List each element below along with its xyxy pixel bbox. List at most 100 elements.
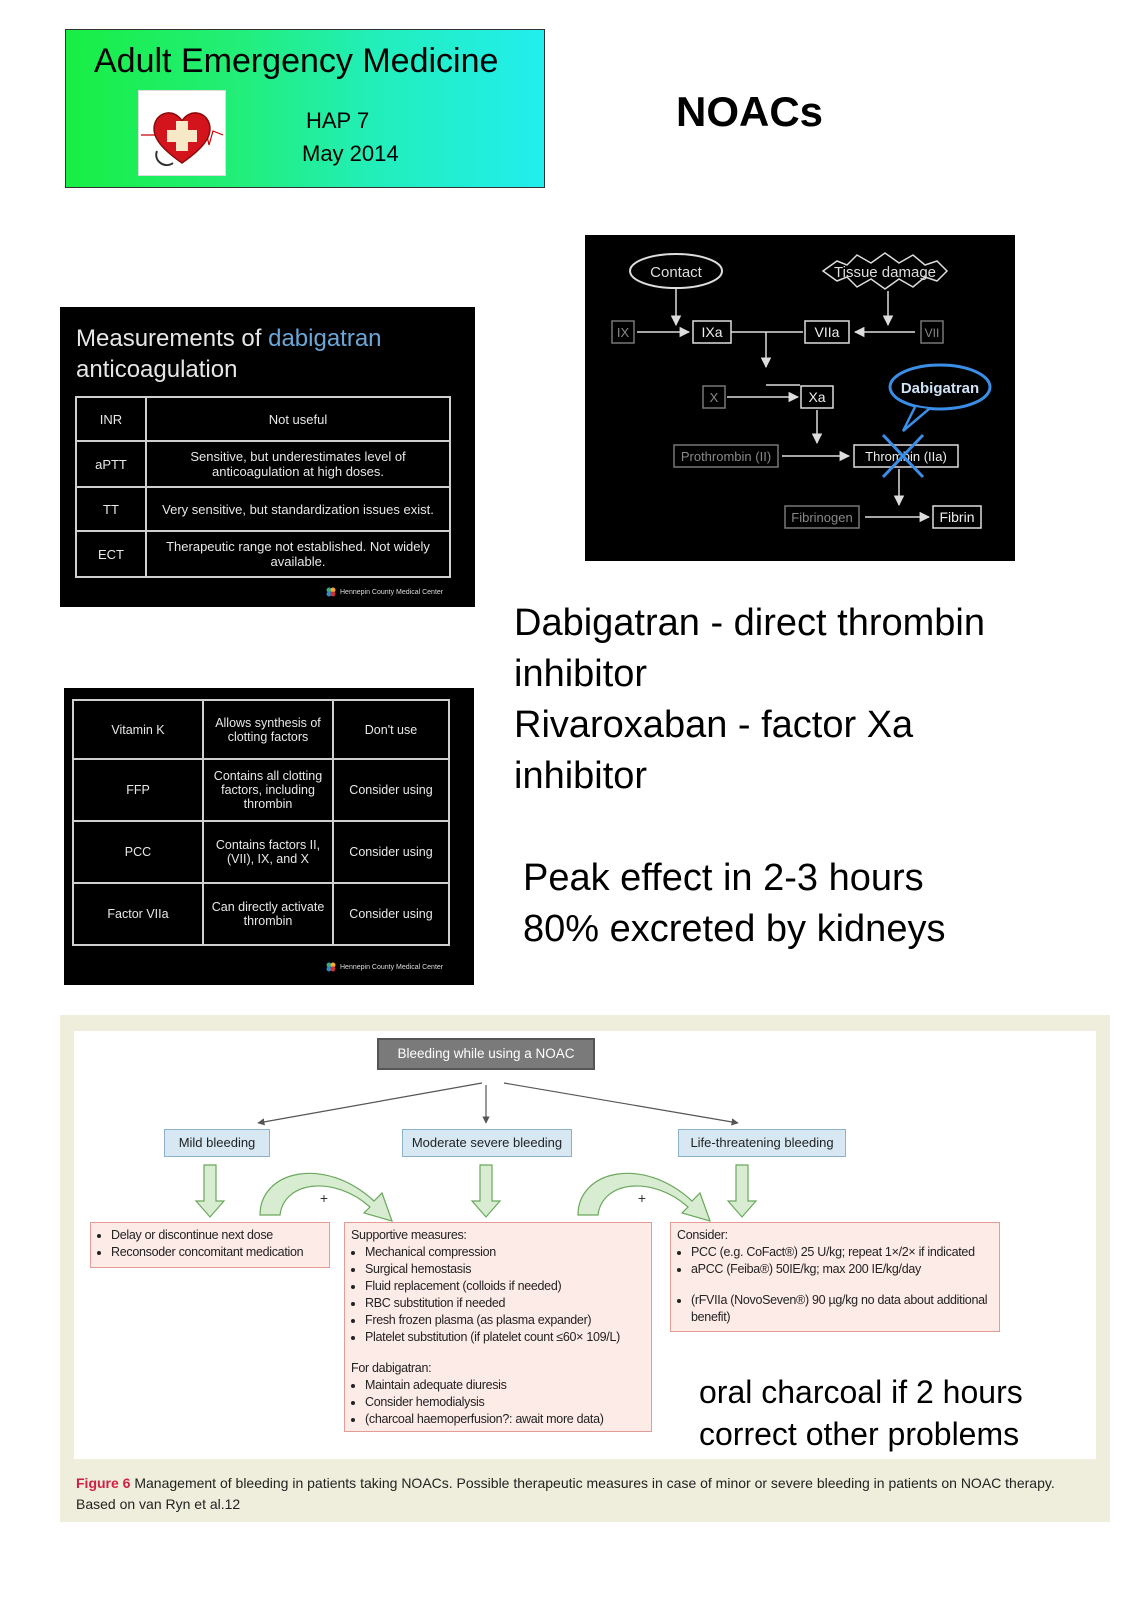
svg-text:Tissue damage: Tissue damage [834, 264, 936, 281]
table-cell-test: INR [75, 396, 147, 442]
table-cell-test: aPTT [75, 440, 147, 488]
table-row: FFP Contains all clotting factors, inclu… [72, 758, 450, 822]
coagulation-cascade-diagram: Contact Tissue damage IX IXa VIIa VII [585, 235, 1015, 561]
list-item: Surgical hemostasis [365, 1261, 645, 1278]
table-cell-test: ECT [75, 530, 147, 578]
measurements-slide: Measurements of dabigatran anticoagulati… [60, 307, 475, 607]
flowchart-panel: + + Bleeding while using a NOAC Mild ble… [74, 1031, 1096, 1459]
measurements-table: INR Not useful aPTT Sensitive, but under… [75, 396, 451, 578]
tissue-damage-node: Tissue damage [821, 252, 949, 290]
list-item: Maintain adequate diuresis [365, 1377, 645, 1394]
factor-xa-node: Xa [800, 385, 834, 409]
life-threatening-header: Life-threatening bleeding [678, 1129, 846, 1157]
table-cell-agent: FFP [72, 758, 204, 822]
table-cell-use: Consider using [332, 758, 450, 822]
reversal-table: Vitamin K Allows synthesis of clotting f… [72, 699, 450, 946]
inhibition-cross-icon [881, 433, 925, 479]
svg-text:Prothrombin (II): Prothrombin (II) [681, 449, 771, 464]
flowchart-root: Bleeding while using a NOAC [377, 1038, 595, 1070]
note-line: oral charcoal if 2 hours [699, 1374, 1023, 1410]
contact-node: Contact [629, 253, 723, 289]
title-line2: anticoagulation [76, 356, 238, 383]
table-cell-note: Very sensitive, but standardization issu… [145, 486, 451, 532]
title-plain: Measurements of [76, 325, 269, 352]
moderate-bleeding-header: Moderate severe bleeding [402, 1129, 572, 1157]
plus-sign: + [320, 1190, 328, 1206]
mechanism-line: inhibitor [514, 755, 648, 797]
list-item: RBC substitution if needed [365, 1295, 645, 1312]
factor-ixa-node: IXa [692, 320, 732, 344]
down-arrow-icon [194, 1164, 226, 1218]
table-cell-use: Don't use [332, 699, 450, 760]
dabigatran-callout: Dabigatran [888, 363, 992, 432]
list-item: PCC (e.g. CoFact®) 25 U/kg; repeat 1×/2×… [691, 1244, 993, 1261]
additional-notes: oral charcoal if 2 hours correct other p… [699, 1371, 1023, 1455]
table-row: PCC Contains factors II, (VII), IX, and … [72, 820, 450, 884]
slide-footer: Hennepin County Medical Center [326, 587, 443, 597]
header-date: May 2014 [302, 141, 399, 166]
list-item: (charcoal haemoperfusion?: await more da… [365, 1411, 645, 1428]
plus-sign: + [638, 1190, 646, 1206]
svg-text:Fibrin: Fibrin [939, 509, 974, 525]
hospital-logo-icon [326, 962, 336, 972]
fibrin-node: Fibrin [932, 505, 982, 529]
svg-text:IXa: IXa [701, 324, 722, 340]
svg-text:Xa: Xa [808, 389, 825, 405]
table-cell-mechanism: Contains all clotting factors, including… [202, 758, 334, 822]
list-item: Mechanical compression [365, 1244, 645, 1261]
list-item: (rFVIIa (NovoSeven®) 90 µg/kg no data ab… [691, 1292, 993, 1326]
table-cell-agent: Factor VIIa [72, 882, 204, 946]
prothrombin-node: Prothrombin (II) [673, 444, 779, 468]
table-row: TT Very sensitive, but standardization i… [75, 486, 451, 532]
mechanism-line: Rivaroxaban - factor Xa [514, 704, 914, 746]
mechanism-text: Dabigatran - direct thrombin inhibitor R… [514, 598, 985, 802]
mild-bleeding-header: Mild bleeding [164, 1129, 270, 1157]
slide-footer-text: Hennepin County Medical Center [340, 963, 444, 971]
svg-text:Fibrinogen: Fibrinogen [791, 510, 852, 525]
factor-x-node: X [702, 385, 726, 409]
table-cell-note: Not useful [145, 396, 451, 442]
pk-line: Peak effect in 2-3 hours [523, 857, 924, 899]
list-item: Delay or discontinue next dose [111, 1227, 323, 1244]
mechanism-line: Dabigatran - direct thrombin [514, 602, 985, 644]
table-cell-use: Consider using [332, 882, 450, 946]
hospital-logo-icon [326, 587, 336, 597]
mild-actions-box: Delay or discontinue next dose Reconsode… [90, 1222, 330, 1268]
header-title: Adult Emergency Medicine [94, 42, 499, 80]
pk-line: 80% excreted by kidneys [523, 908, 946, 950]
table-cell-note: Therapeutic range not established. Not w… [145, 530, 451, 578]
svg-text:VIIa: VIIa [815, 324, 840, 340]
dabigatran-title: For dabigatran: [351, 1361, 432, 1375]
bleeding-management-figure: + + Bleeding while using a NOAC Mild ble… [60, 1015, 1110, 1522]
table-cell-test: TT [75, 486, 147, 532]
slide-footer-text: Hennepin County Medical Center [340, 588, 444, 596]
reversal-slide: Vitamin K Allows synthesis of clotting f… [64, 688, 474, 985]
life-threatening-actions-box: Consider: PCC (e.g. CoFact®) 25 U/kg; re… [670, 1222, 1000, 1332]
figure-label: Figure 6 [76, 1475, 131, 1491]
factor-viia-node: VIIa [804, 320, 850, 344]
table-cell-mechanism: Allows synthesis of clotting factors [202, 699, 334, 760]
table-cell-agent: Vitamin K [72, 699, 204, 760]
list-item: Fresh frozen plasma (as plasma expander) [365, 1312, 645, 1329]
title-highlight: dabigatran [268, 325, 382, 352]
table-cell-mechanism: Contains factors II, (VII), IX, and X [202, 820, 334, 884]
slide-footer: Hennepin County Medical Center [326, 962, 443, 972]
table-row: INR Not useful [75, 396, 451, 442]
list-item: Fluid replacement (colloids if needed) [365, 1278, 645, 1295]
table-cell-use: Consider using [332, 820, 450, 884]
consider-title: Consider: [677, 1228, 728, 1242]
moderate-actions-box: Supportive measures: Mechanical compress… [344, 1222, 652, 1432]
measurements-slide-title: Measurements of dabigatran anticoagulati… [76, 323, 382, 385]
header-banner: Adult Emergency Medicine HAP 7 May 2014 [65, 29, 545, 188]
curved-arrow-icon [577, 1172, 711, 1222]
heart-logo-icon [138, 90, 226, 176]
svg-text:X: X [710, 390, 719, 405]
list-item: Platelet substitution (if platelet count… [365, 1329, 645, 1346]
table-row: Vitamin K Allows synthesis of clotting f… [72, 699, 450, 760]
svg-text:Contact: Contact [650, 264, 703, 281]
table-row: ECT Therapeutic range not established. N… [75, 530, 451, 578]
fibrinogen-node: Fibrinogen [784, 505, 860, 529]
header-code: HAP 7 [306, 108, 370, 133]
table-row: Factor VIIa Can directly activate thromb… [72, 882, 450, 946]
mechanism-line: inhibitor [514, 653, 648, 695]
